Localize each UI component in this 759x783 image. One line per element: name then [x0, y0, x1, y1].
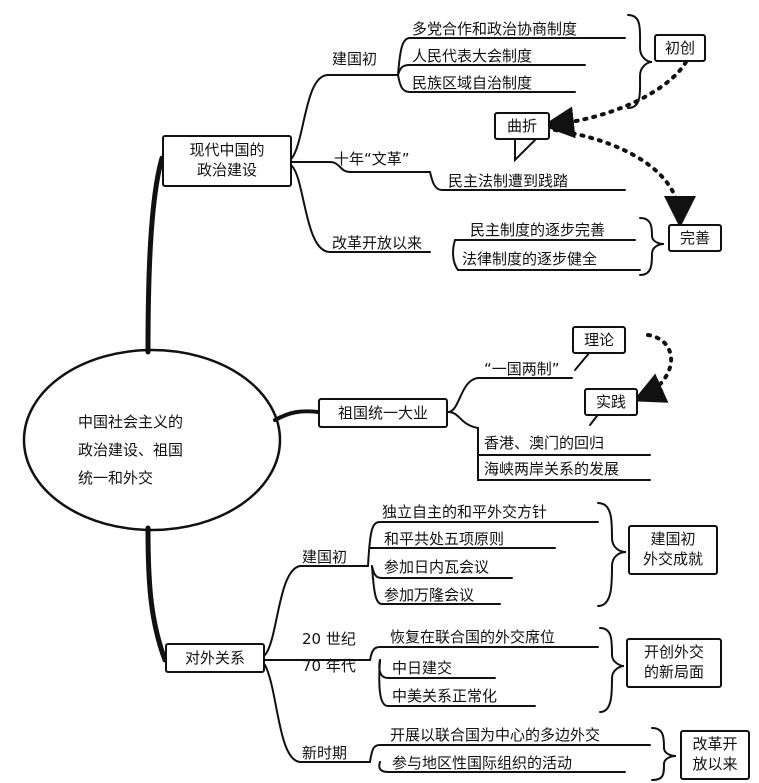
seventies-item-3: 中美关系正常化 [392, 687, 498, 705]
political-branch-cr [291, 161, 431, 173]
tag-shijian: 实践 [584, 388, 638, 416]
dotted-arrow-lilun-shijian [632, 333, 674, 403]
tag-wanshan: 完善 [668, 224, 722, 252]
cr-item: 民主法制遭到践踏 [448, 172, 569, 190]
seventies-item-2: 中日建交 [392, 659, 453, 677]
center-text-2: 政治建设、祖国 [78, 441, 184, 459]
tag-since-reform: 改革开 放以来 [680, 730, 750, 780]
foreign-founding-item-1: 独立自主的和平外交方针 [382, 503, 548, 521]
reform-item-1: 民主制度的逐步完善 [470, 221, 606, 239]
new-era-item-2: 参与地区性国际组织的活动 [392, 754, 573, 772]
founding-item-3: 民族区域自治制度 [412, 74, 533, 92]
one-country-two-systems: “一国两制” [484, 360, 560, 378]
trunk-to-reunification [273, 409, 320, 422]
tag-founding-achievements-2: 外交成就 [642, 550, 703, 568]
brace-foreign-founding [597, 502, 627, 607]
foreign-founding-item-2: 和平共处五项原则 [384, 530, 505, 548]
foreign-node: 对外关系 [165, 643, 265, 673]
political-branch-reform [291, 165, 431, 253]
tag-since-reform-1: 改革开 [692, 735, 738, 753]
center-ellipse [22, 348, 282, 532]
seventies-item-1: 恢复在联合国的外交席位 [390, 628, 556, 646]
new-era-label: 新时期 [302, 744, 348, 762]
reform-item-2: 法律制度的逐步健全 [462, 250, 598, 268]
foreign-founding-item-3: 参加日内瓦会议 [384, 558, 490, 576]
reunification-item-1: 香港、澳门的回归 [484, 434, 605, 452]
tag-quzhe: 曲折 [494, 112, 550, 140]
tag-founding-achievements: 建国初 外交成就 [628, 525, 718, 575]
political-branch-founding [291, 74, 399, 159]
reunification-item-2: 海峡两岸关系的发展 [484, 460, 620, 478]
political-node: 现代中国的 政治建设 [162, 135, 292, 187]
center-text-3: 统一和外交 [78, 469, 154, 487]
political-title-1: 现代中国的 [189, 141, 265, 159]
founding-label: 建国初 [332, 50, 378, 68]
trunk-to-foreign [145, 525, 168, 663]
founding-item-1: 多党合作和政治协商制度 [412, 20, 578, 38]
new-era-item-1: 开展以联合国为中心的多边外交 [390, 726, 601, 744]
cr-label: 十年“文革” [334, 150, 410, 168]
trunk-to-political [145, 155, 165, 355]
tag-new-situation-2: 的新局面 [643, 663, 704, 681]
brace-seventies [599, 627, 625, 713]
tag-founding-achievements-1: 建国初 [650, 530, 696, 548]
center-text-1: 中国社会主义的 [78, 413, 184, 431]
brace-founding [627, 14, 653, 109]
brace-new-era [651, 727, 677, 781]
dotted-arrow-to-wanshan [553, 128, 696, 228]
tag-lilun: 理论 [572, 326, 626, 354]
reform-label: 改革开放以来 [332, 234, 423, 252]
tag-chuchuang: 初创 [654, 34, 706, 62]
tag-new-situation-1: 开创外交 [643, 643, 704, 661]
political-title-2: 政治建设 [196, 161, 257, 179]
seventies-label-1: 20 世纪 [302, 630, 356, 648]
tag-since-reform-2: 放以来 [692, 755, 738, 773]
foreign-founding-label: 建国初 [302, 548, 348, 566]
seventies-label-2: 70 年代 [302, 657, 356, 675]
reunification-node: 祖国统一大业 [318, 398, 448, 428]
founding-item-2: 人民代表大会制度 [412, 47, 533, 65]
foreign-founding-item-4: 参加万隆会议 [384, 586, 475, 604]
tag-new-situation: 开创外交 的新局面 [626, 638, 722, 688]
brace-reform [639, 217, 665, 276]
